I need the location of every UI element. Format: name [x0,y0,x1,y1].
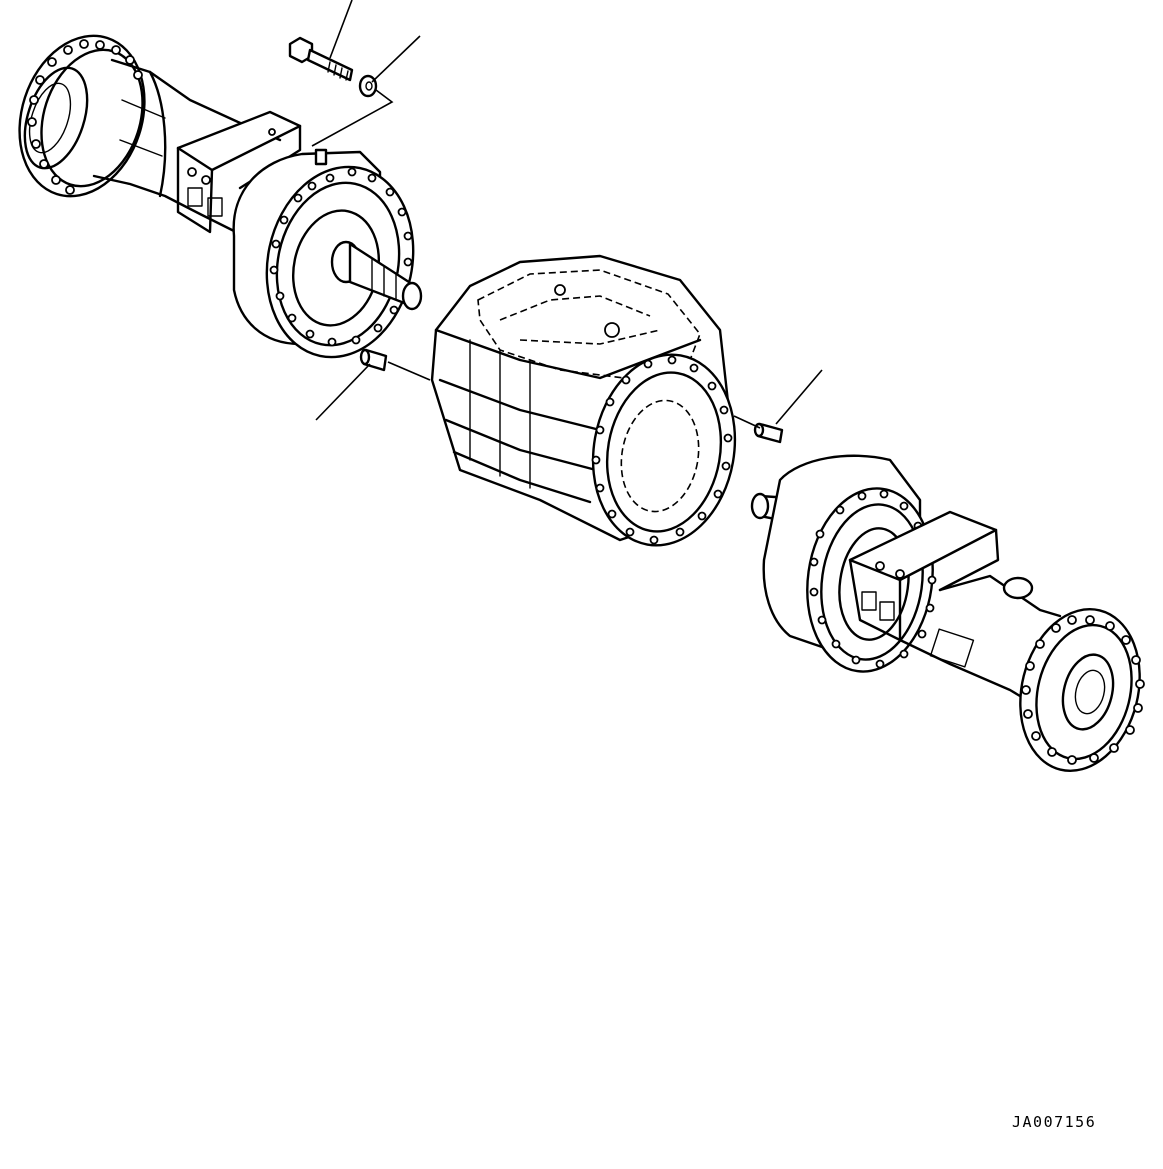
transfer-gear-case [430,254,737,547]
bolt [288,36,354,82]
drawing-code: JA007156 [1012,1113,1097,1131]
flange-bolt-holes [27,39,143,195]
front-axle-assembly [18,34,423,359]
dowel-pin-right [753,422,784,444]
case-bolt-holes [591,355,733,545]
rear-flange-bolt-holes [1021,615,1145,765]
washer [358,74,378,98]
rear-axle-assembly [750,454,1145,772]
housing-bolt-holes [269,167,413,347]
leader-lines [311,0,823,429]
dowel-pin-left [359,348,388,372]
